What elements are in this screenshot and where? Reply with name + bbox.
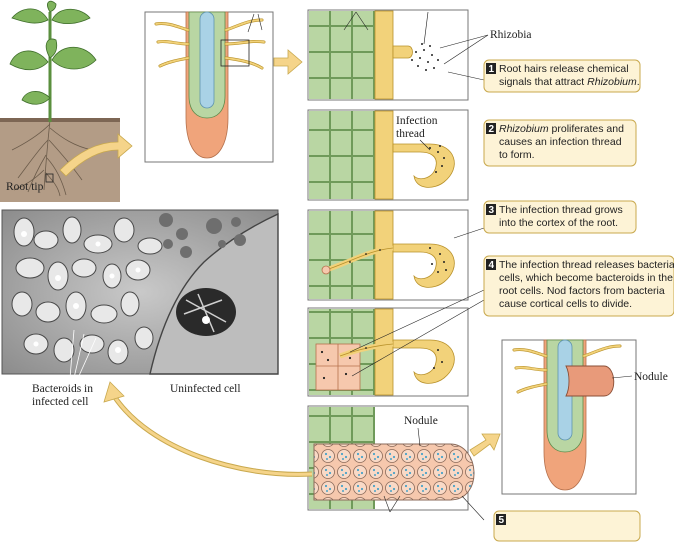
step-4-text-line: cells, which become bacteroids in the	[499, 272, 673, 284]
step-5-badge	[496, 514, 506, 525]
step-1-number: 1	[489, 64, 495, 75]
panel-step-4	[307, 289, 485, 397]
arrow-to-nodule	[469, 433, 501, 457]
step-1-text-line: signals that attract Rhizobium.	[499, 76, 640, 88]
electron-micrograph	[1, 209, 279, 379]
step-4-number: 4	[489, 260, 495, 271]
nodule-label: Nodule	[634, 371, 668, 383]
panel-step-3	[307, 209, 485, 301]
step-5-callout: 5	[493, 510, 641, 542]
step-3-number: 3	[489, 205, 495, 216]
infection-thread-label-1: Infection	[396, 115, 438, 127]
arrow-to-root-tip	[59, 133, 133, 177]
starch-granule	[176, 288, 236, 336]
panel-step-1: Rhizobia	[307, 9, 532, 101]
step-2-text-line: Rhizobium proliferates and	[499, 123, 624, 135]
panel-nodule-cells: Nodule	[307, 405, 485, 521]
uninfected-cell-label: Uninfected cell	[170, 383, 241, 395]
step-1-box	[483, 59, 641, 93]
step-3-box	[483, 200, 637, 234]
root-tip-label: Root tip	[6, 181, 44, 193]
panel-root-tip	[144, 11, 274, 163]
root-tip-marker	[45, 173, 54, 183]
step-4-text-line: cause cortical cells to divide.	[499, 298, 632, 310]
step-3-text-line: The infection thread grows	[499, 204, 623, 216]
step-1-text-line: Root hairs release chemical	[499, 63, 629, 75]
step-1-badge	[486, 63, 496, 74]
panel-step-2: Infection thread	[307, 109, 469, 201]
plant-illustration: Root tip	[0, 0, 120, 202]
step-5-number: 5	[499, 515, 505, 526]
soil	[0, 118, 120, 202]
step-2-badge	[486, 123, 496, 134]
step-5-box	[493, 510, 641, 542]
bacteroids-label-1: Bacteroids in	[32, 383, 93, 395]
nodule-cells-label: Nodule	[404, 415, 438, 427]
step-3-badge	[486, 204, 496, 215]
rhizobia-label: Rhizobia	[490, 29, 532, 41]
step-4-text-line: root cells. Nod factors from bacteria	[499, 285, 665, 297]
step-4-badge	[486, 259, 496, 270]
leaves	[9, 0, 97, 105]
step-4-callout: 4 The infection thread releases bacterial…	[483, 255, 674, 317]
step-3-text-line: into the cortex of the root.	[499, 217, 618, 229]
step-2-number: 2	[489, 124, 495, 135]
bacteroids-label-2: infected cell	[32, 396, 89, 408]
step-4-box	[483, 255, 674, 317]
infection-thread-label-2: thread	[396, 128, 425, 140]
step-4-text-line: The infection thread releases bacterial	[499, 259, 674, 271]
step-2-text-line: to form.	[499, 149, 535, 161]
panel-nodule-root: Nodule	[501, 339, 668, 495]
step-2-box	[483, 119, 637, 167]
arrow-to-step-1	[273, 49, 303, 75]
step-2-text-line: causes an infection thread	[499, 136, 622, 148]
